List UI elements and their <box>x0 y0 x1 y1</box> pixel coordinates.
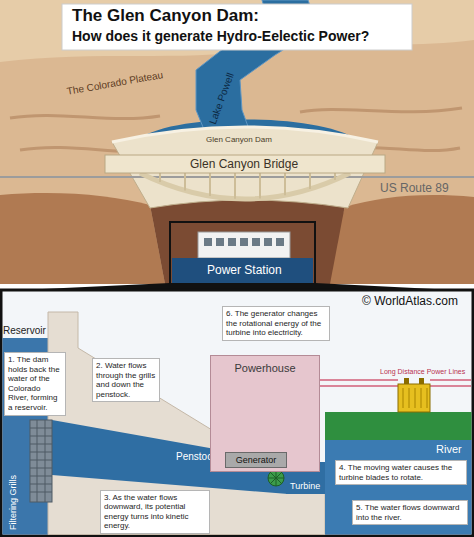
river-label: River <box>436 443 462 456</box>
dam-body <box>48 312 325 535</box>
step-callout: 4. The moving water causes the turbine b… <box>335 460 467 485</box>
dam-label: Glen Canyon Dam <box>206 135 272 145</box>
transformer-insulator <box>404 378 424 384</box>
power-line-label: Long Distance Power Lines <box>380 368 465 376</box>
station-label: Power Station <box>207 263 282 277</box>
step-callout: 1. The dam holds back the water of the C… <box>4 352 66 416</box>
step-callout: 5. The water flows downward into the riv… <box>352 500 468 525</box>
grill-label: Filtering Grills <box>8 475 19 530</box>
node-text: 1. The dam holds back the water of the C… <box>8 355 62 413</box>
road-label: US Route 89 <box>380 181 449 195</box>
powerhouse-box: PowerhouseGenerator <box>210 355 320 472</box>
node-text: 6. The generator changes the rotational … <box>226 309 326 338</box>
node-text: Generator <box>226 453 286 467</box>
bridge-label: Glen Canyon Bridge <box>190 157 298 171</box>
bridge-strut <box>160 173 335 199</box>
filter-grill <box>30 420 52 502</box>
inset-frame <box>170 222 315 284</box>
power-station-building <box>198 232 290 258</box>
river-bank <box>325 412 472 440</box>
subtitle: How does it generate Hydro-Eelectic Powe… <box>72 28 369 45</box>
reservoir-label: Reservoir <box>3 325 46 337</box>
turbine-wheel <box>268 470 284 486</box>
grill-bars <box>30 420 52 502</box>
canyon-wall <box>0 193 165 284</box>
node-text: 4. The moving water causes the turbine b… <box>339 463 463 482</box>
node-text: 5. The water flows downward into the riv… <box>356 503 464 522</box>
node-text: 3. As the water flows downward, its pote… <box>104 493 206 531</box>
node-text: 2. Water flows through the grills and do… <box>96 361 156 399</box>
bridge-deck <box>105 155 385 173</box>
bridge-arch <box>140 173 350 199</box>
transformer <box>398 384 430 412</box>
road-line <box>0 176 474 178</box>
canyon-floor <box>150 200 345 284</box>
diagram-title: The Glen Canyon Dam: <box>72 6 259 26</box>
title-box <box>62 4 412 50</box>
generator-box: Generator <box>225 452 287 468</box>
step-callout: 6. The generator changes the rotational … <box>222 306 330 341</box>
detail-panel <box>1 290 473 536</box>
building-window <box>204 238 284 246</box>
node-text: Powerhouse <box>211 362 319 374</box>
river <box>172 258 313 284</box>
watermark: © WorldAtlas.com <box>362 294 458 308</box>
step-callout: 3. As the water flows downward, its pote… <box>100 490 210 534</box>
power-line <box>320 380 471 386</box>
turbine-label: Turbine <box>290 481 320 492</box>
river <box>325 440 472 535</box>
plateau-ground <box>0 0 474 284</box>
step-callout: 2. Water flows through the grills and do… <box>92 358 160 402</box>
turbine-blades <box>268 470 284 486</box>
transformer-fins <box>403 388 427 408</box>
